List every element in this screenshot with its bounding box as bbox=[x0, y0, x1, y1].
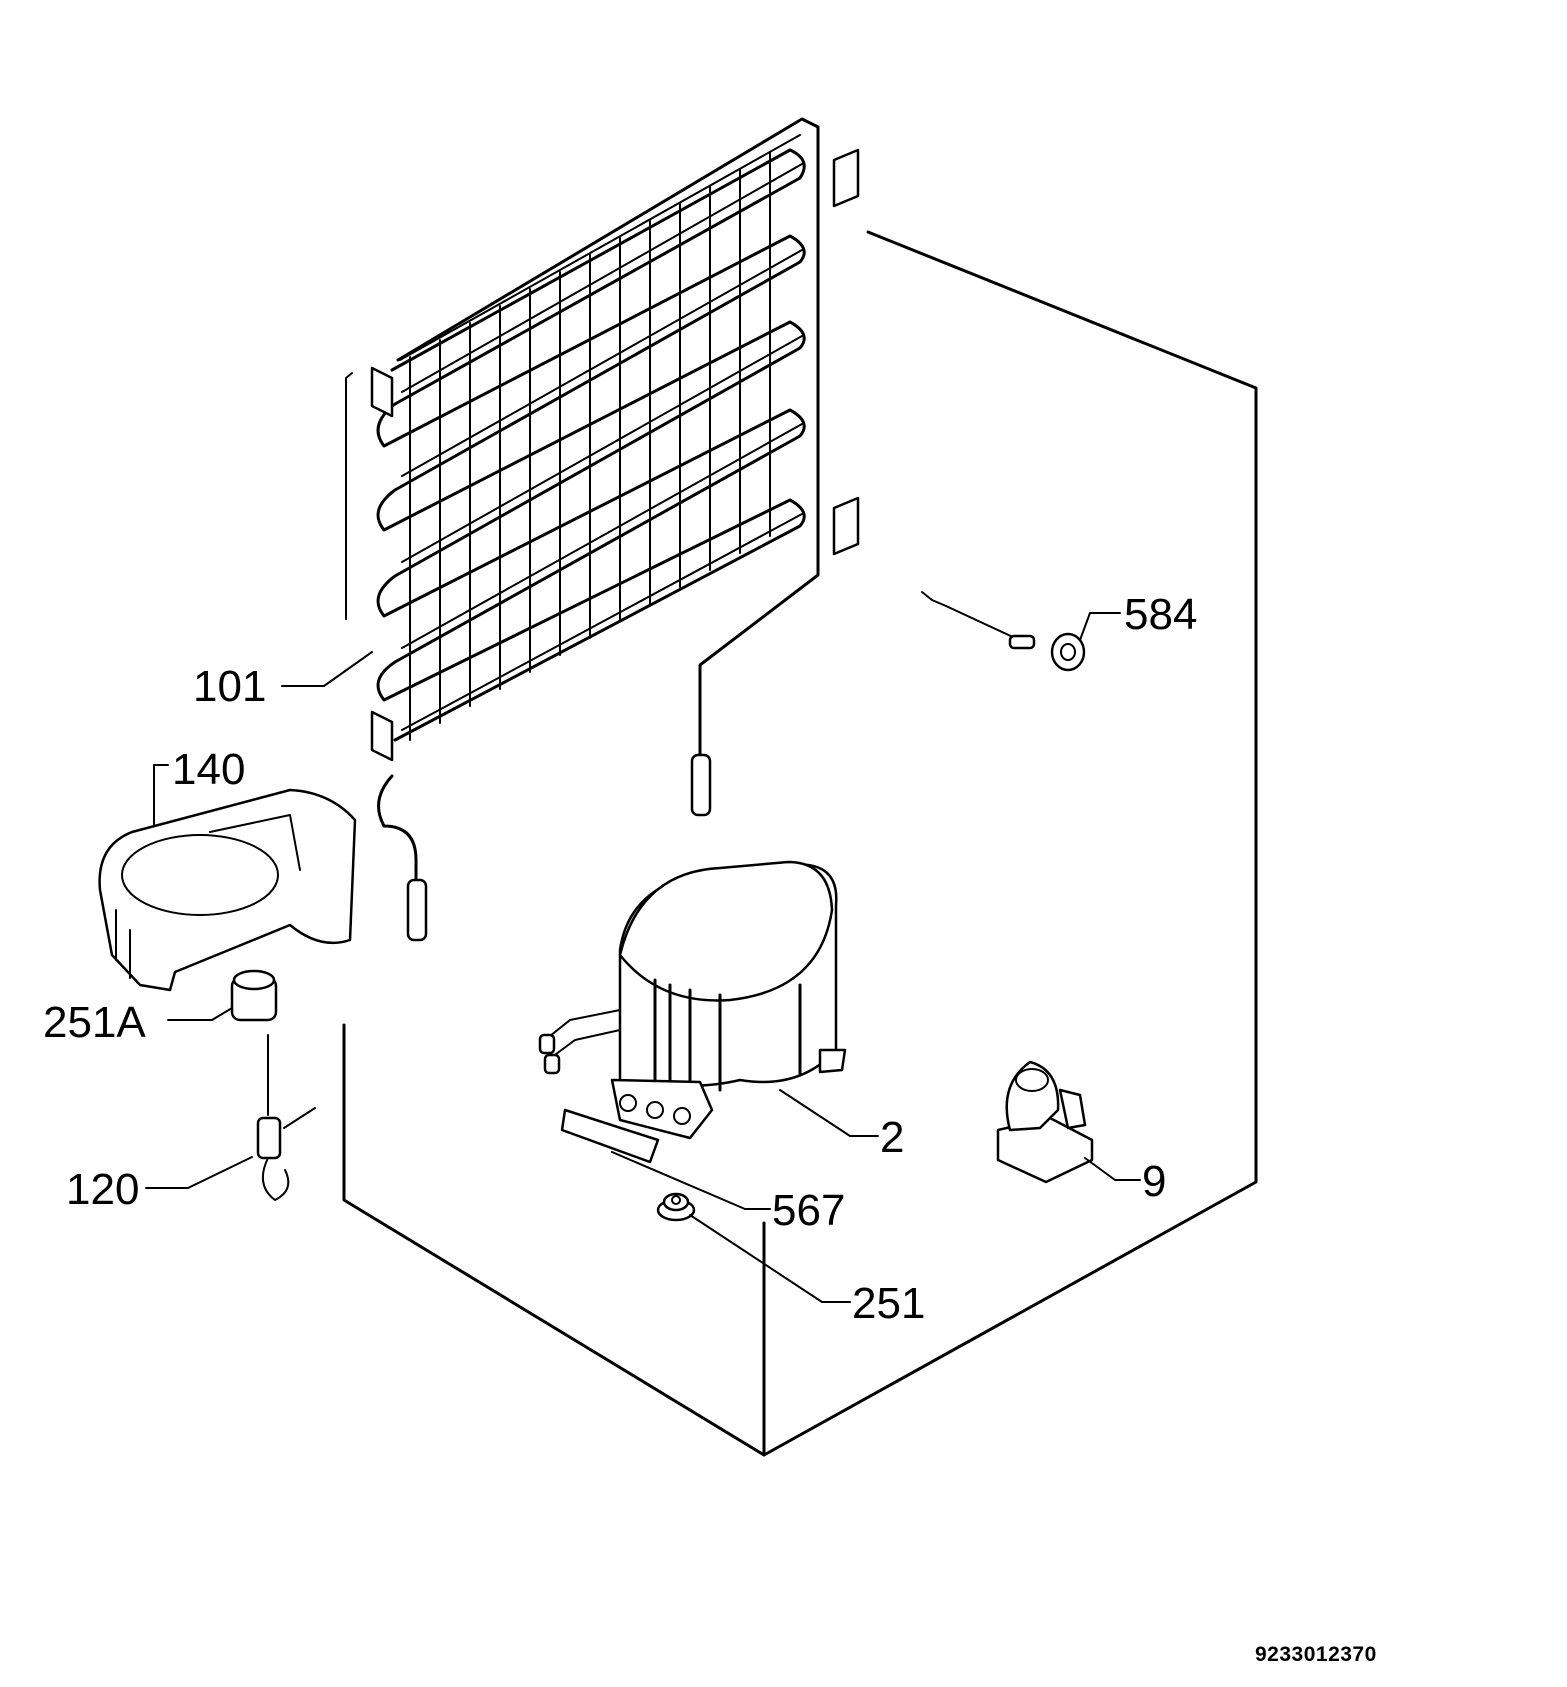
callout-140: 140 bbox=[172, 745, 245, 794]
callout-251: 251 bbox=[852, 1279, 925, 1328]
callout-2: 2 bbox=[880, 1113, 904, 1162]
condenser-part bbox=[370, 117, 860, 942]
callout-251a: 251A bbox=[43, 998, 146, 1047]
callout-120: 120 bbox=[66, 1165, 139, 1214]
relay-part bbox=[996, 1060, 1094, 1184]
cabinet-outline bbox=[342, 230, 1258, 1457]
drip-tray-part bbox=[98, 788, 357, 992]
callout-101: 101 bbox=[193, 662, 266, 711]
mounting-plate-part bbox=[560, 1108, 660, 1164]
callout-567: 567 bbox=[772, 1186, 845, 1235]
callout-9: 9 bbox=[1142, 1157, 1166, 1206]
grommet-251a-part bbox=[230, 969, 278, 1022]
callout-labels: 101 140 251A 120 584 2 567 9 251 bbox=[43, 590, 1197, 1328]
leader-lines bbox=[145, 612, 1141, 1303]
reference-code: 9233012370 bbox=[1255, 1643, 1377, 1666]
compressor-part bbox=[538, 860, 847, 1140]
sensor-part bbox=[921, 591, 1086, 672]
grommet-251-part bbox=[656, 1192, 696, 1222]
drier-part bbox=[256, 1034, 316, 1201]
callout-584: 584 bbox=[1124, 590, 1197, 639]
